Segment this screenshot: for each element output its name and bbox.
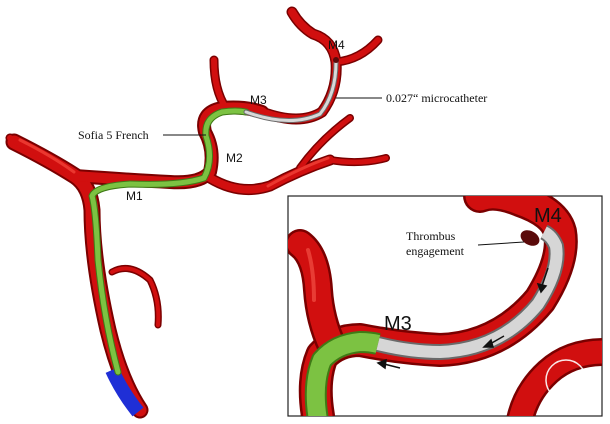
label-m3: M3 [250,93,267,107]
label-thrombus-line2: engagement [406,244,465,258]
label-m2: M2 [226,151,243,165]
inset-panel: M4 M3 Thrombus engagement [287,195,603,417]
direction-arrows [376,267,549,370]
label-m4: M4 [328,38,345,52]
label-thrombus-line1: Thrombus [406,229,456,243]
microcatheter-tip [333,57,339,63]
guide-catheter [105,367,144,417]
inset-label-m4: M4 [534,205,562,227]
label-sofia: Sofia 5 French [78,128,149,142]
thrombus-leader-line [477,241,525,246]
thrombus [520,230,540,246]
inset-label-m3: M3 [384,313,412,335]
watermark-circle [545,359,587,401]
label-microcatheter: 0.027“ microcatheter [386,91,487,105]
label-m1: M1 [126,189,143,203]
